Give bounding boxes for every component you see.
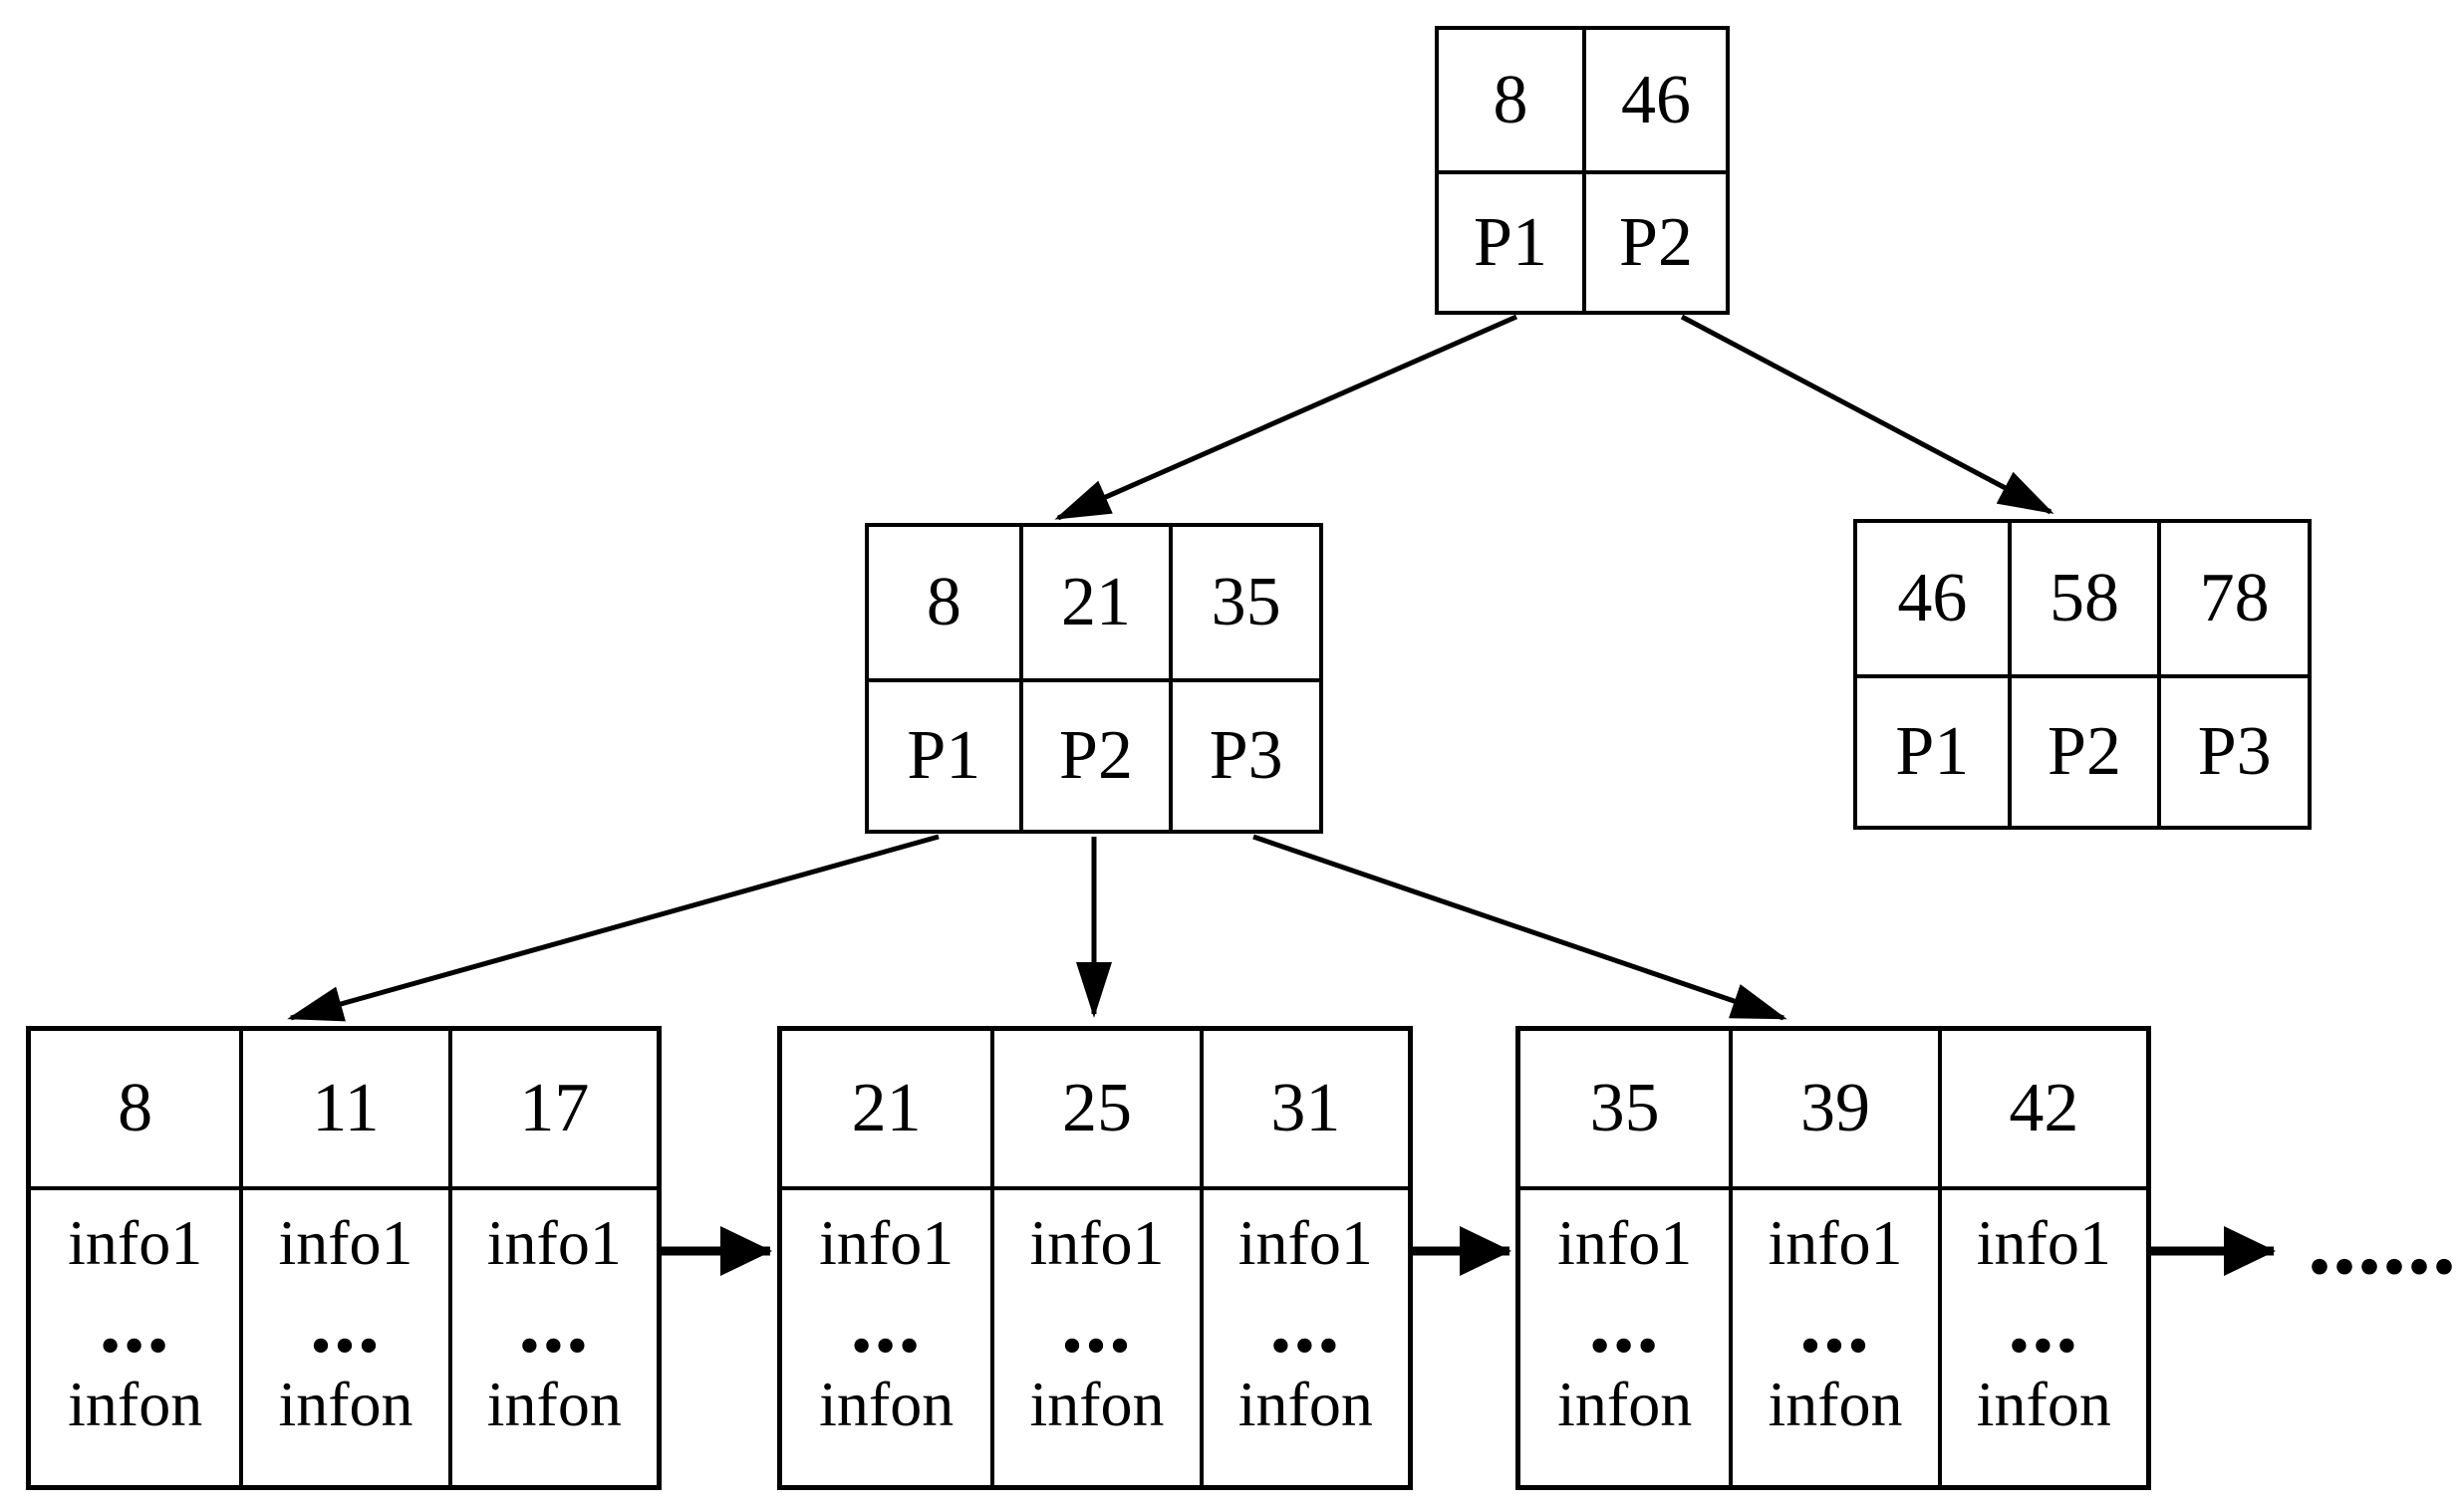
info-first: info1 <box>1768 1207 1903 1278</box>
key-value: 78 <box>2199 560 2270 636</box>
pointer-label: P2 <box>1619 203 1693 281</box>
leaf-info-cell: info1 ... infon <box>1729 1186 1938 1485</box>
leaf-key-cell: 11 <box>239 1031 447 1186</box>
key-cell: 58 <box>2007 523 2158 674</box>
info-first: info1 <box>1237 1207 1373 1278</box>
leaf-info-cell: info1 ... infon <box>782 1186 991 1485</box>
leaf-node-1: 8 11 17 info1 ... infon info1 ... infon … <box>26 1026 662 1490</box>
info-first: info1 <box>68 1207 203 1278</box>
key-value: 8 <box>926 564 961 640</box>
info-first: info1 <box>1557 1207 1693 1278</box>
key-value: 11 <box>312 1070 380 1146</box>
key-value: 58 <box>2049 560 2119 636</box>
key-value: 25 <box>1061 1070 1132 1146</box>
key-value: 8 <box>118 1070 153 1146</box>
internal-node-right: 46 58 78 P1 P2 P3 <box>1853 519 2312 830</box>
leaf-info-cell: info1 ... infon <box>1520 1186 1730 1485</box>
info-first: info1 <box>486 1207 622 1278</box>
key-value: 46 <box>1897 560 1968 636</box>
ellipsis-dots: ... <box>850 1275 923 1372</box>
edge-root-to-internal-left <box>1054 314 1518 521</box>
info-first: info1 <box>1029 1207 1165 1278</box>
pointer-label: P2 <box>2048 713 2121 790</box>
info-last: infon <box>68 1369 203 1439</box>
key-cell: 78 <box>2157 523 2308 674</box>
info-first: info1 <box>819 1207 955 1278</box>
leaf-info-cell: info1 ... infon <box>1199 1186 1408 1485</box>
root-pointer-cell: P1 <box>1439 170 1582 311</box>
key-value: 39 <box>1799 1070 1870 1146</box>
info-last: infon <box>1029 1369 1165 1439</box>
leaf-info-cell: info1 ... infon <box>31 1186 240 1485</box>
pointer-label: P3 <box>1209 717 1283 794</box>
info-last: infon <box>1557 1369 1693 1439</box>
leaf-node-3: 35 39 42 info1 ... infon info1 ... infon… <box>1515 1026 2151 1490</box>
key-value: 35 <box>1589 1070 1660 1146</box>
edge-internal-to-leaf3 <box>1252 834 1787 1021</box>
ellipsis-dots: ... <box>518 1275 591 1372</box>
pointer-label: P3 <box>2197 713 2272 790</box>
leaf-key-cell: 21 <box>782 1031 990 1186</box>
root-node: 8 46 P1 P2 <box>1435 26 1730 315</box>
key-value: 31 <box>1270 1070 1341 1146</box>
key-value: 17 <box>519 1070 590 1146</box>
key-value: 42 <box>2009 1070 2079 1146</box>
ellipsis-dots: ... <box>309 1275 382 1372</box>
leaf-info-cell: info1 ... infon <box>239 1186 448 1485</box>
key-value: 21 <box>851 1070 922 1146</box>
key-value: 35 <box>1211 564 1281 640</box>
root-key-cell: 8 <box>1439 30 1582 170</box>
continuation-dots: ...... <box>2308 1187 2457 1294</box>
info-last: infon <box>486 1369 622 1439</box>
ellipsis-dots: ... <box>2008 1275 2080 1372</box>
pointer-cell: P2 <box>2007 674 2158 826</box>
leaf-info-cell: info1 ... infon <box>447 1186 657 1485</box>
root-pointer-cell: P2 <box>1582 170 1726 311</box>
pointer-cell: P2 <box>1018 678 1170 830</box>
leaf-key-cell: 17 <box>447 1031 657 1186</box>
edge-root-to-internal-right <box>1680 314 2054 515</box>
leaf-key-cell: 25 <box>990 1031 1199 1186</box>
edge-internal-to-leaf1 <box>287 834 940 1022</box>
leaf-info-cell: info1 ... infon <box>990 1186 1200 1485</box>
leaf-key-cell: 35 <box>1520 1031 1729 1186</box>
info-last: infon <box>819 1369 955 1439</box>
ellipsis-dots: ... <box>99 1275 171 1372</box>
leaf-node-2: 21 25 31 info1 ... infon info1 ... infon… <box>777 1026 1413 1490</box>
pointer-cell: P3 <box>1169 678 1319 830</box>
key-cell: 35 <box>1169 527 1319 678</box>
leaf-key-cell: 8 <box>31 1031 239 1186</box>
pointer-cell: P1 <box>869 678 1019 830</box>
info-last: infon <box>1976 1369 2111 1439</box>
pointer-label: P1 <box>1895 713 1970 790</box>
pointer-label: P1 <box>907 717 981 794</box>
info-first: info1 <box>1976 1207 2111 1278</box>
leaf-key-cell: 42 <box>1937 1031 2146 1186</box>
key-value: 21 <box>1060 564 1131 640</box>
internal-node-left: 8 21 35 P1 P2 P3 <box>865 523 1323 834</box>
info-last: infon <box>278 1369 413 1439</box>
key-cell: 21 <box>1018 527 1170 678</box>
key-cell: 46 <box>1857 523 2008 674</box>
info-first: info1 <box>278 1207 413 1278</box>
key-value: 8 <box>1493 61 1528 138</box>
key-cell: 8 <box>869 527 1019 678</box>
leaf-key-cell: 31 <box>1199 1031 1408 1186</box>
ellipsis-dots: ... <box>1060 1275 1133 1372</box>
pointer-label: P2 <box>1059 717 1133 794</box>
ellipsis-dots: ... <box>1798 1275 1871 1372</box>
pointer-cell: P1 <box>1857 674 2008 826</box>
ellipsis-dots: ... <box>1588 1275 1661 1372</box>
pointer-cell: P3 <box>2157 674 2308 826</box>
key-value: 46 <box>1621 61 1691 138</box>
leaf-key-cell: 39 <box>1729 1031 1937 1186</box>
info-last: infon <box>1237 1369 1373 1439</box>
pointer-label: P1 <box>1474 203 1547 281</box>
leaf-info-cell: info1 ... infon <box>1937 1186 2146 1485</box>
root-key-cell: 46 <box>1582 30 1726 170</box>
info-last: infon <box>1768 1369 1903 1439</box>
ellipsis-dots: ... <box>1269 1275 1342 1372</box>
